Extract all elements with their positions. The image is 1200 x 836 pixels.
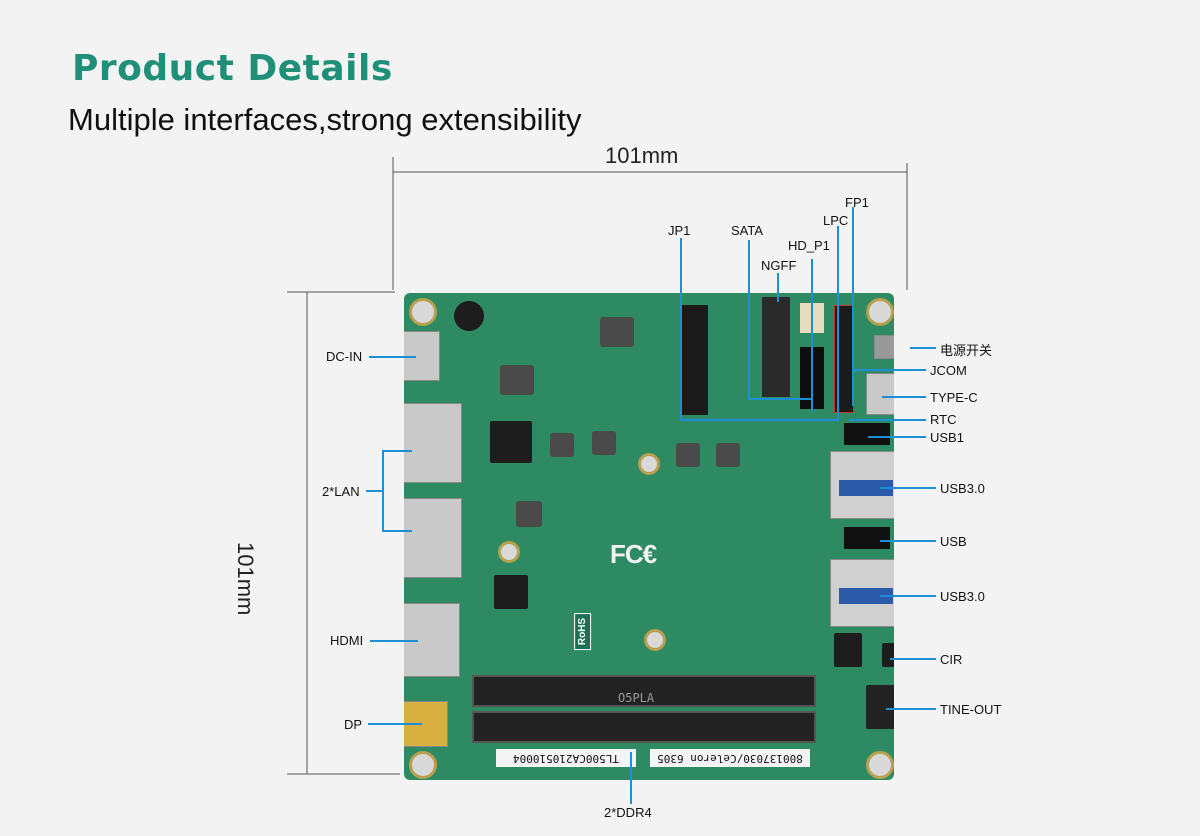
usb3-port-2: [830, 559, 894, 627]
buzzer: [454, 301, 484, 331]
jp1-header: [682, 305, 708, 415]
ddr4-slot-1: [472, 675, 816, 707]
label-power-switch: 电源开关: [940, 343, 993, 358]
dimension-lines: [287, 157, 908, 775]
mount-hole-4: [866, 751, 894, 779]
chip-2: [494, 575, 528, 609]
usb1-header: [844, 423, 890, 445]
label-lan: 2*LAN: [322, 484, 360, 499]
mount-hole-3: [409, 751, 437, 779]
label-jcom: JCOM: [930, 363, 967, 378]
mount-hole-2: [866, 298, 894, 326]
audio-jack: [866, 685, 894, 729]
standoff-2: [498, 541, 520, 563]
lan-port-1: [404, 403, 462, 483]
inductor-2: [600, 317, 634, 347]
label-hdmi: HDMI: [330, 633, 364, 648]
inductor-1: [500, 365, 534, 395]
label-sata: SATA: [731, 223, 764, 238]
inductor-7: [516, 501, 542, 527]
label-usb3-1: USB3.0: [940, 481, 985, 496]
mount-hole-1: [409, 298, 437, 326]
label-ddr4: 2*DDR4: [604, 805, 652, 820]
standoff-3: [644, 629, 666, 651]
lan-controller-chip: [490, 421, 532, 463]
inductor-3: [550, 433, 574, 457]
label-cir: CIR: [940, 652, 963, 667]
label-fp1: FP1: [845, 195, 869, 210]
label-tine-out: TINE-OUT: [940, 702, 1002, 717]
usb-header: [844, 527, 890, 549]
inductor-5: [676, 443, 700, 467]
fcc-ce-mark: FC€: [610, 539, 657, 569]
ddr4-slot-2: [472, 711, 816, 743]
label-dc-in: DC-IN: [326, 349, 363, 364]
standoff-1: [638, 453, 660, 475]
chip-3: [834, 633, 862, 667]
page-title: Product Details: [72, 48, 393, 89]
page-subtitle: Multiple interfaces,strong extensibility: [68, 102, 582, 137]
label-usb3-2: USB3.0: [940, 589, 985, 604]
usb3-port-1: [830, 451, 894, 519]
callout-lines: [366, 207, 936, 804]
label-rtc: RTC: [930, 412, 957, 427]
label-type-c: TYPE-C: [930, 390, 978, 405]
label-lpc: LPC: [823, 213, 849, 228]
cir-receiver: [882, 643, 894, 667]
label-usb: USB: [940, 534, 967, 549]
label-ngff: NGFF: [761, 258, 797, 273]
label-jp1: JP1: [668, 223, 691, 238]
label-usb1: USB1: [930, 430, 964, 445]
label-hd-p1: HD_P1: [788, 238, 830, 253]
power-switch: [874, 335, 894, 359]
width-dimension: 101mm: [605, 143, 679, 168]
lan-port-2: [404, 498, 462, 578]
ddr-label: O5PLA: [618, 691, 655, 705]
ngff-slot: [762, 297, 790, 397]
inductor-6: [716, 443, 740, 467]
label-dp: DP: [344, 717, 363, 732]
type-c-port: [866, 373, 894, 415]
inductor-4: [592, 431, 616, 455]
